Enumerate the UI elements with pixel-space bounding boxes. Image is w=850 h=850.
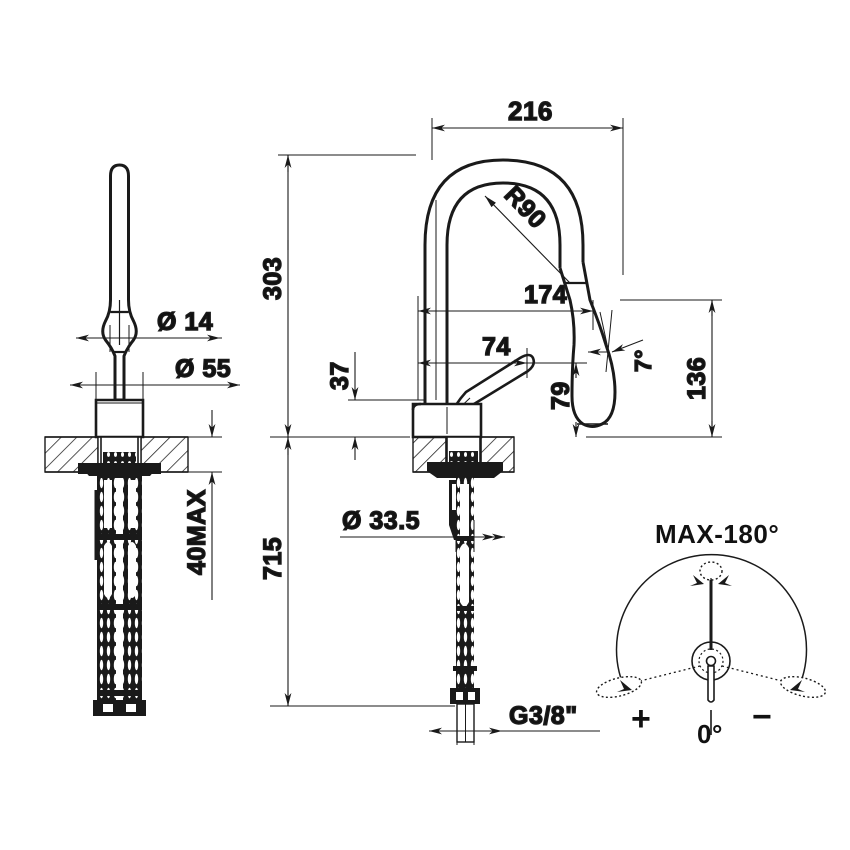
dimension-79 <box>527 362 587 437</box>
side-view-shank <box>78 436 161 476</box>
dimension-dia14 <box>76 325 222 352</box>
dim-label-74: 74 <box>482 333 511 361</box>
dim-label-r90: R90 <box>499 181 552 235</box>
dim-label-thread: G3/8" <box>509 702 578 730</box>
rotation-plus-label: + <box>631 700 651 738</box>
dimension-dia335 <box>340 520 505 552</box>
front-view: 216 R90 303 37 174 <box>258 95 722 745</box>
side-view-lever <box>101 163 138 402</box>
dim-label-angle-7deg: 7° <box>630 349 656 372</box>
dim-label-216: 216 <box>508 96 553 126</box>
dimension-r90 <box>484 195 571 284</box>
rotation-zero-label: 0° <box>697 719 723 749</box>
dim-label-dia55: Ø 55 <box>175 355 231 383</box>
dimension-136 <box>586 299 722 438</box>
dim-label-136: 136 <box>683 357 711 400</box>
dim-label-715: 715 <box>259 537 287 580</box>
dimension-216 <box>431 118 624 275</box>
side-view-body <box>94 398 145 439</box>
front-view-spout <box>423 158 617 428</box>
side-view: Ø 14 Ø 55 40MAX <box>44 163 240 716</box>
dim-label-303: 303 <box>259 257 287 300</box>
dimension-thread <box>429 715 600 745</box>
dimension-dia55 <box>70 372 240 399</box>
dim-label-37: 37 <box>326 361 354 390</box>
annotation-angle-7deg <box>588 309 644 373</box>
dimension-715 <box>270 436 455 707</box>
side-view-hose <box>93 474 146 716</box>
dim-label-40max: 40MAX <box>183 489 211 575</box>
dim-label-dia335: Ø 33.5 <box>342 507 420 535</box>
rotation-diagram <box>595 553 827 735</box>
dimension-174 <box>417 296 594 400</box>
dimension-303 <box>278 154 416 437</box>
dim-label-dia14: Ø 14 <box>157 308 213 336</box>
dim-label-174: 174 <box>524 281 567 309</box>
rotation-minus-label: − <box>752 698 772 736</box>
dimension-40max <box>188 410 222 600</box>
front-view-hose <box>450 476 480 743</box>
front-view-body <box>411 402 483 439</box>
rotation-max-label: MAX-180° <box>655 519 779 549</box>
dim-label-79: 79 <box>547 381 575 410</box>
dimension-37 <box>348 352 424 460</box>
